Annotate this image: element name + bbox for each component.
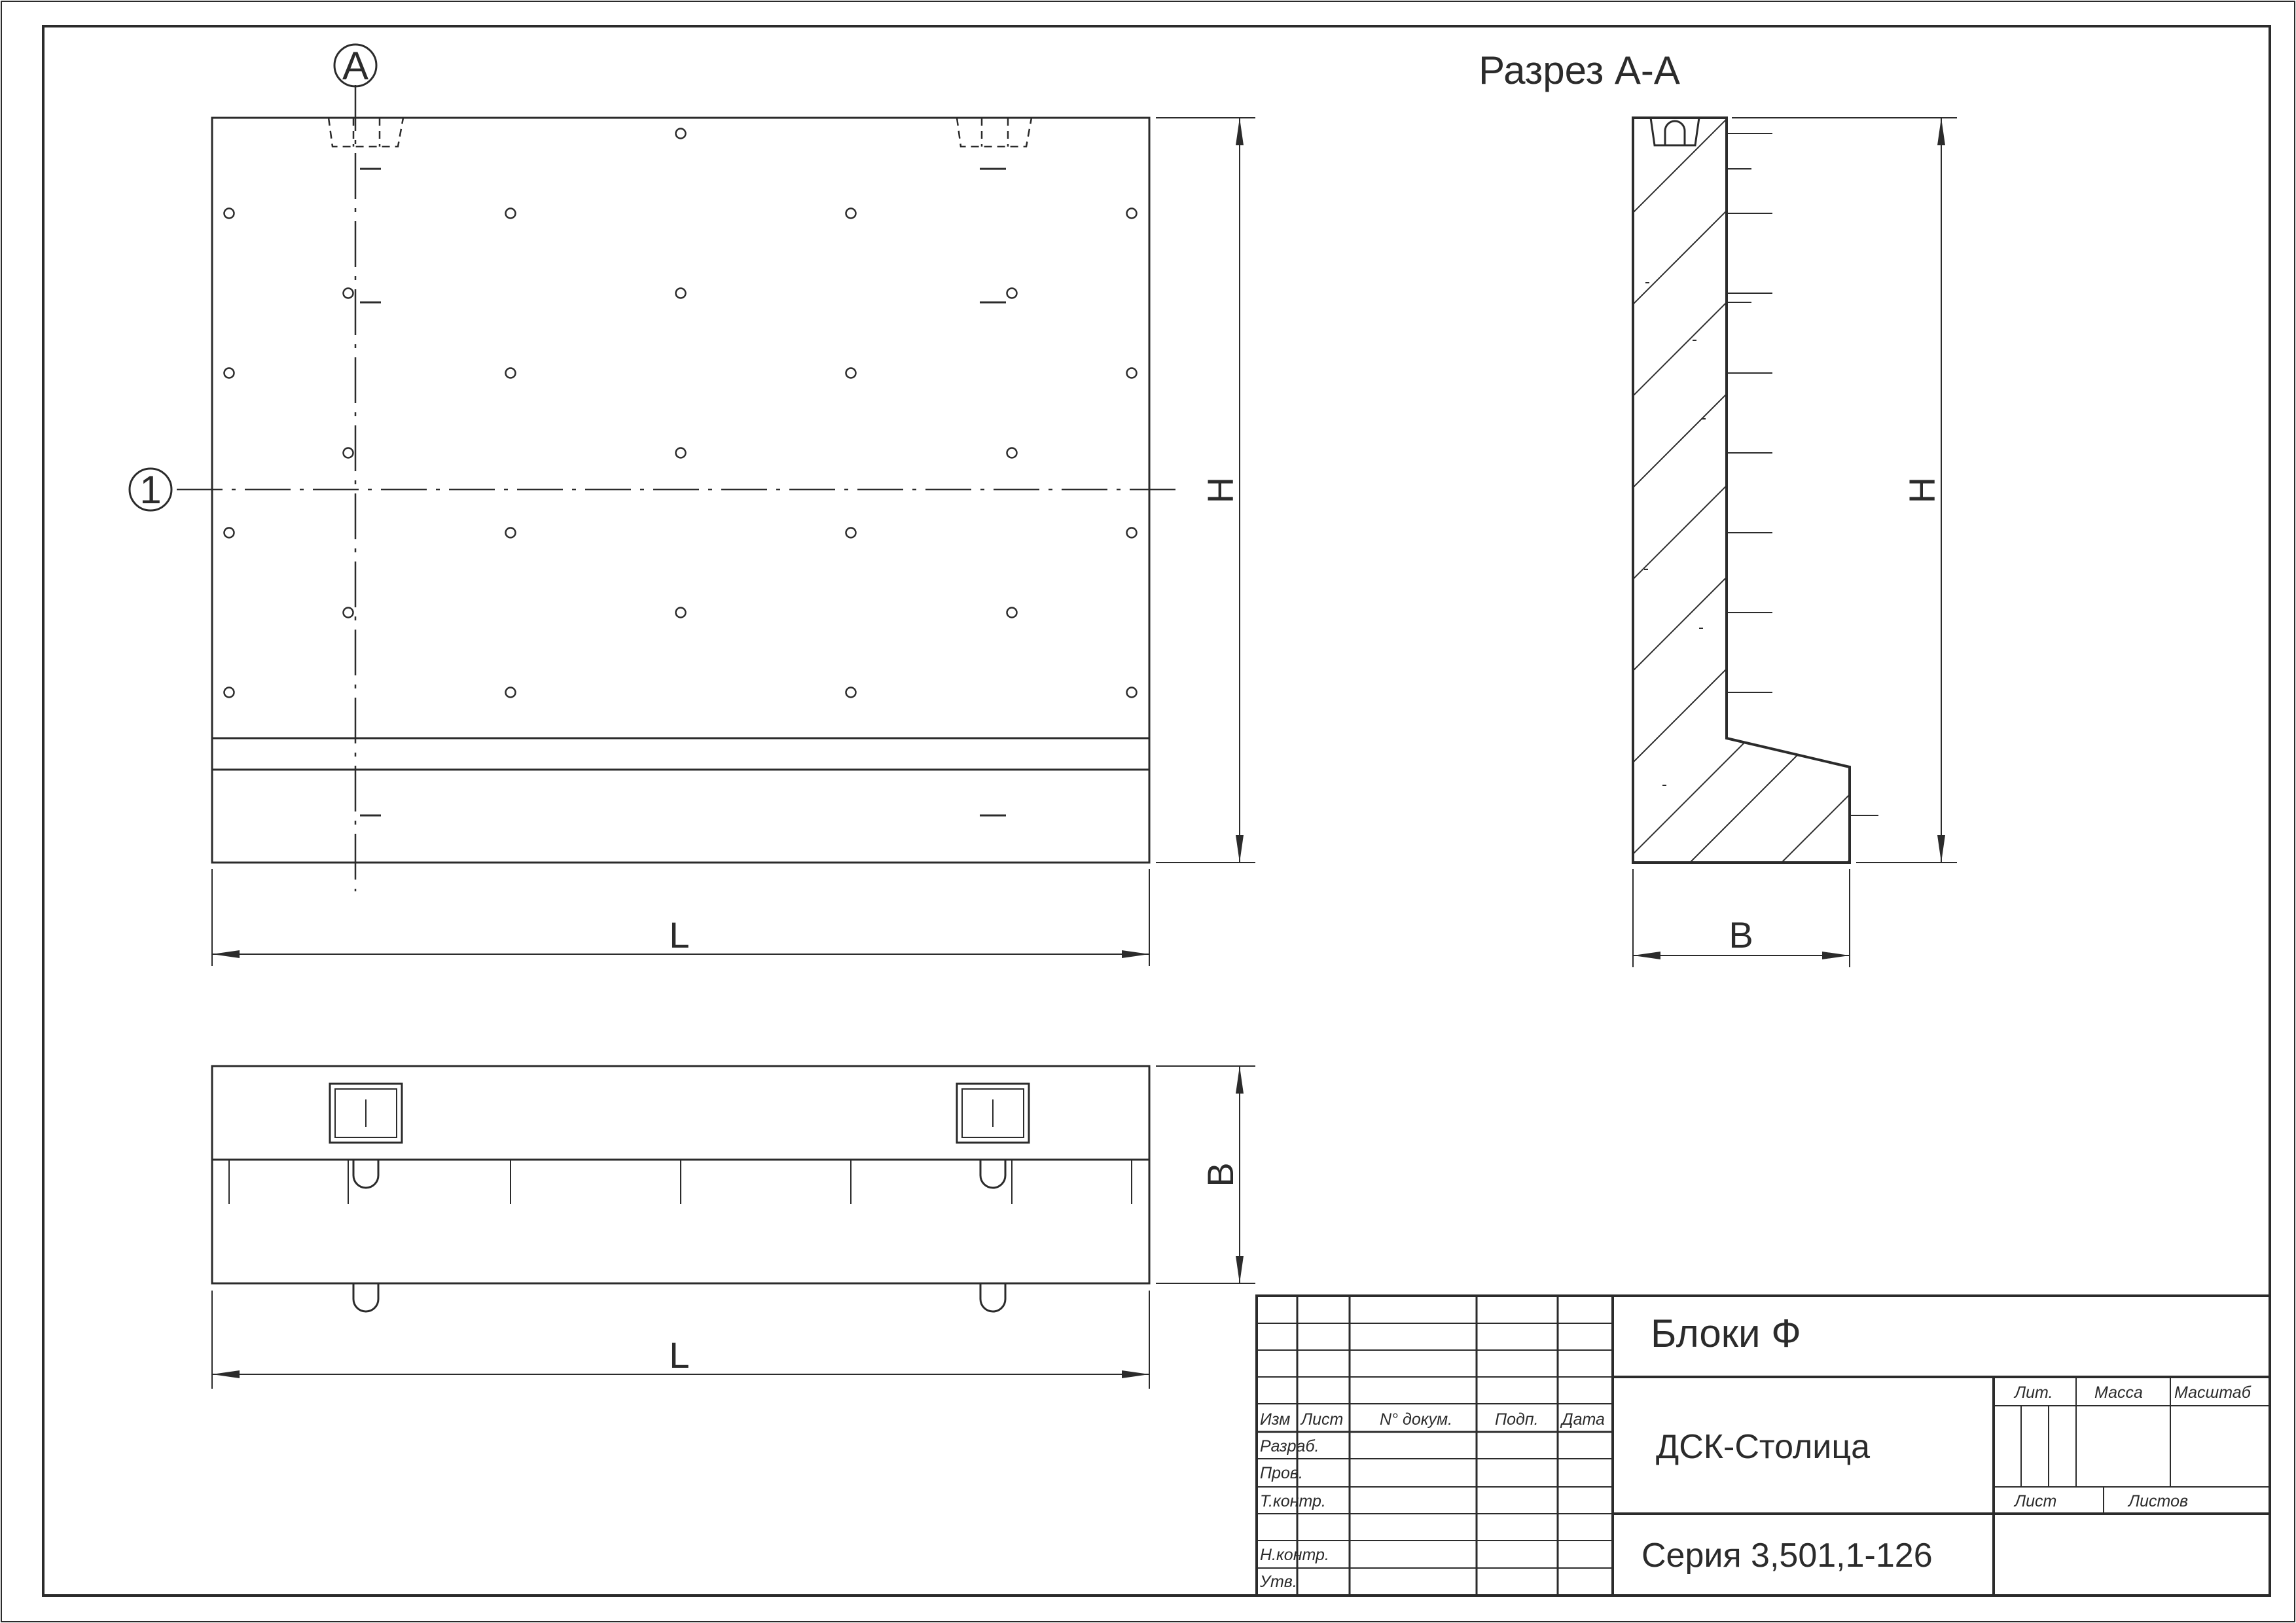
drawing-frame — [42, 25, 2271, 1597]
hole — [505, 687, 516, 698]
lifting-loop-hidden-left — [327, 117, 404, 148]
top-view: L B — [211, 1065, 1255, 1389]
hole — [505, 367, 516, 379]
col-doc-no: N° докум. — [1380, 1410, 1452, 1429]
arrowhead — [1633, 952, 1660, 959]
top-dimension-label-width: B — [1200, 1162, 1241, 1186]
arrowhead — [1822, 952, 1850, 959]
lifting-plate-left — [329, 1082, 403, 1144]
lifting-loop-top-right — [979, 1160, 1007, 1189]
hole — [675, 607, 687, 618]
row-approved: Утв. — [1259, 1573, 1297, 1591]
arrowhead — [1236, 1066, 1244, 1094]
section-dimension-label-width: B — [1729, 914, 1753, 955]
section-dimension-label-height: H — [1901, 477, 1943, 503]
hole — [845, 367, 857, 379]
lifting-loop-section — [1649, 117, 1700, 147]
dimension-label-height: H — [1200, 477, 1241, 503]
hole — [1006, 447, 1018, 459]
row-tech-control: Т.контр. — [1260, 1492, 1326, 1510]
arrowhead — [212, 1370, 240, 1378]
hole — [675, 128, 687, 139]
hole — [505, 207, 516, 219]
lifting-loop-bottom-left — [352, 1283, 380, 1313]
arrowhead — [212, 950, 240, 958]
section-title: Разрез А-А — [1479, 48, 1680, 92]
arrowhead — [1236, 118, 1244, 145]
hole — [1126, 367, 1138, 379]
hole — [845, 527, 857, 539]
hole — [505, 527, 516, 539]
lifting-plate-left-inner — [334, 1088, 397, 1138]
lifting-plate-right — [956, 1082, 1030, 1144]
meta-sheet: Лист — [2013, 1492, 2056, 1510]
section-marker-label: А — [342, 44, 368, 88]
hole — [675, 287, 687, 299]
organization-name: ДСК-Столица — [1656, 1428, 1870, 1466]
meta-letter: Лит. — [2013, 1383, 2053, 1402]
hole — [1006, 287, 1018, 299]
hole — [845, 687, 857, 698]
meta-scale: Масштаб — [2174, 1383, 2251, 1402]
arrowhead — [1236, 835, 1244, 863]
anchor-holes — [223, 128, 1138, 698]
lifting-loop-hook — [1664, 120, 1686, 145]
hole — [223, 687, 235, 698]
hole — [223, 367, 235, 379]
col-date: Дата — [1560, 1410, 1605, 1429]
lifting-loop-top-left — [352, 1160, 380, 1189]
top-view-outline — [211, 1065, 1151, 1285]
lifting-plate-right-inner — [961, 1088, 1024, 1138]
product-name: Блоки Ф — [1651, 1311, 1801, 1355]
hole — [675, 447, 687, 459]
lifting-loop-hidden-right — [956, 117, 1033, 148]
row-checked: Пров. — [1260, 1464, 1303, 1482]
dimension-label-length: L — [669, 914, 689, 955]
hole — [223, 527, 235, 539]
hole — [1006, 607, 1018, 618]
arrowhead — [1937, 118, 1945, 145]
meta-sheets: Листов — [2127, 1492, 2188, 1510]
col-sheet: Лист — [1300, 1410, 1343, 1429]
arrowhead — [1236, 1256, 1244, 1283]
arrowhead — [1122, 950, 1149, 958]
meta-mass: Масса — [2094, 1383, 2143, 1402]
axis-marker-circle — [128, 467, 173, 512]
hole — [342, 287, 354, 299]
col-change: Изм — [1260, 1410, 1290, 1429]
axis-marker-label: 1 — [139, 468, 161, 512]
section-marker-circle — [333, 43, 378, 88]
row-developed: Разраб. — [1260, 1437, 1319, 1455]
top-dimension-label-length: L — [669, 1334, 689, 1376]
title-block-frame — [1255, 1294, 2271, 1597]
series-number: Серия 3,501,1-126 — [1641, 1537, 1933, 1575]
hole — [223, 207, 235, 219]
arrowhead — [1122, 1370, 1149, 1378]
row-norm-control: Н.контр. — [1260, 1546, 1329, 1564]
arrowhead — [1937, 835, 1945, 863]
hole — [342, 607, 354, 618]
section-outline — [1632, 116, 1851, 864]
hole — [1126, 527, 1138, 539]
section-view-a-a: Разрез А-А — [1479, 48, 1957, 967]
hole — [342, 447, 354, 459]
hole — [1126, 207, 1138, 219]
title-block: Изм Лист N° докум. Подп. Дата Разраб. Пр… — [1255, 1294, 2271, 1597]
front-view: А 1 L H — [128, 43, 1255, 966]
hole — [845, 207, 857, 219]
lifting-loop-bottom-right — [979, 1283, 1007, 1313]
hole — [1126, 687, 1138, 698]
col-signature: Подп. — [1495, 1410, 1539, 1429]
